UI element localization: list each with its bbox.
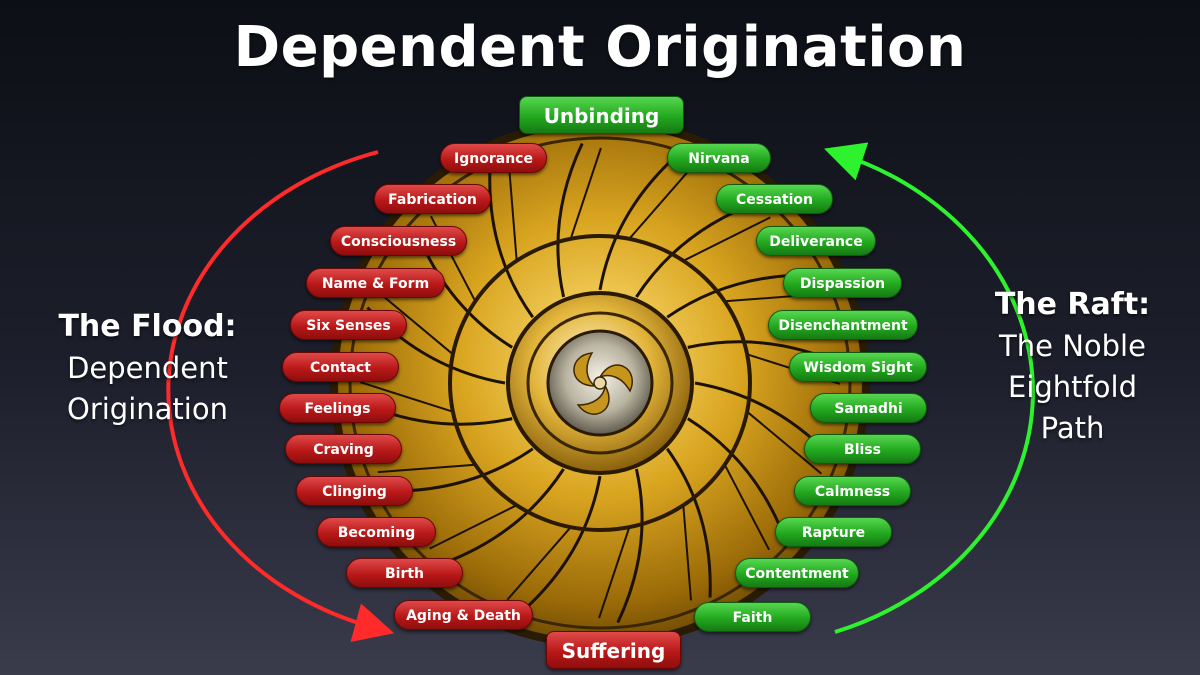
page-title: Dependent Origination — [233, 15, 967, 80]
flood-caption: The Flood: Dependent Origination — [40, 306, 255, 430]
wheel-spoke — [569, 147, 602, 240]
flood-subtitle-line-2: Origination — [67, 392, 228, 426]
wheel-petal — [616, 468, 644, 624]
wheel-spoke — [508, 165, 518, 261]
wheel-petal — [556, 142, 584, 298]
raft-caption: The Raft: The Noble Eightfold Path — [975, 284, 1170, 449]
raft-subtitle-line-2: Eightfold — [1008, 370, 1137, 404]
flood-link-aging-death: Aging & Death — [394, 600, 533, 630]
raft-link-rapture: Rapture — [775, 517, 892, 547]
wheel-petal — [598, 153, 679, 291]
flood-link-becoming: Becoming — [317, 517, 436, 547]
flood-link-clinging: Clinging — [296, 476, 413, 506]
wheel-spoke — [682, 216, 771, 262]
raft-link-wisdom-sight: Wisdom Sight — [789, 352, 927, 382]
flood-link-craving: Craving — [285, 434, 402, 464]
triple-swirl-icon — [573, 352, 633, 415]
flood-arrow — [166, 150, 395, 643]
flood-link-fabrication: Fabrication — [374, 184, 491, 214]
wheel-spoke — [377, 463, 476, 474]
raft-arrow — [824, 142, 1035, 634]
raft-link-cessation: Cessation — [716, 184, 833, 214]
wheel-petal — [488, 168, 535, 319]
flood-link-name-form: Name & Form — [306, 268, 445, 298]
suffering-node: Suffering — [546, 631, 681, 669]
wheel-spoke — [723, 464, 770, 551]
flood-link-six-senses: Six Senses — [290, 310, 407, 340]
wheel-spoke — [506, 526, 572, 601]
raft-link-contentment: Contentment — [735, 558, 859, 588]
flood-link-contact: Contact — [282, 352, 399, 382]
raft-subtitle-line-1: The Noble — [999, 329, 1146, 363]
flood-link-feelings: Feelings — [279, 393, 396, 423]
wheel-spoke — [377, 291, 454, 356]
wheel-spoke — [359, 381, 454, 413]
wheel-petal — [665, 447, 712, 598]
raft-link-dispassion: Dispassion — [783, 268, 902, 298]
raft-heading: The Raft: — [994, 287, 1151, 322]
raft-link-bliss: Bliss — [804, 434, 921, 464]
wheel-petal — [521, 475, 602, 613]
wheel-petal — [439, 468, 565, 567]
wheel-spoke — [598, 526, 631, 619]
wheel-spoke — [429, 504, 518, 550]
raft-link-disenchantment: Disenchantment — [768, 310, 918, 340]
unbinding-node: Unbinding — [519, 96, 684, 134]
raft-link-calmness: Calmness — [794, 476, 911, 506]
flood-link-ignorance: Ignorance — [440, 143, 547, 173]
wheel-spoke — [746, 410, 823, 475]
wheel-spoke — [682, 505, 692, 601]
flood-heading: The Flood: — [58, 309, 237, 344]
raft-link-faith: Faith — [694, 602, 811, 632]
raft-link-deliverance: Deliverance — [756, 226, 876, 256]
raft-link-samadhi: Samadhi — [810, 393, 927, 423]
flood-subtitle-line-1: Dependent — [67, 351, 228, 385]
flood-link-birth: Birth — [346, 558, 463, 588]
wheel-spoke — [628, 165, 694, 240]
raft-link-nirvana: Nirvana — [667, 143, 771, 173]
flood-link-consciousness: Consciousness — [330, 226, 467, 256]
raft-subtitle-line-3: Path — [1040, 411, 1105, 445]
